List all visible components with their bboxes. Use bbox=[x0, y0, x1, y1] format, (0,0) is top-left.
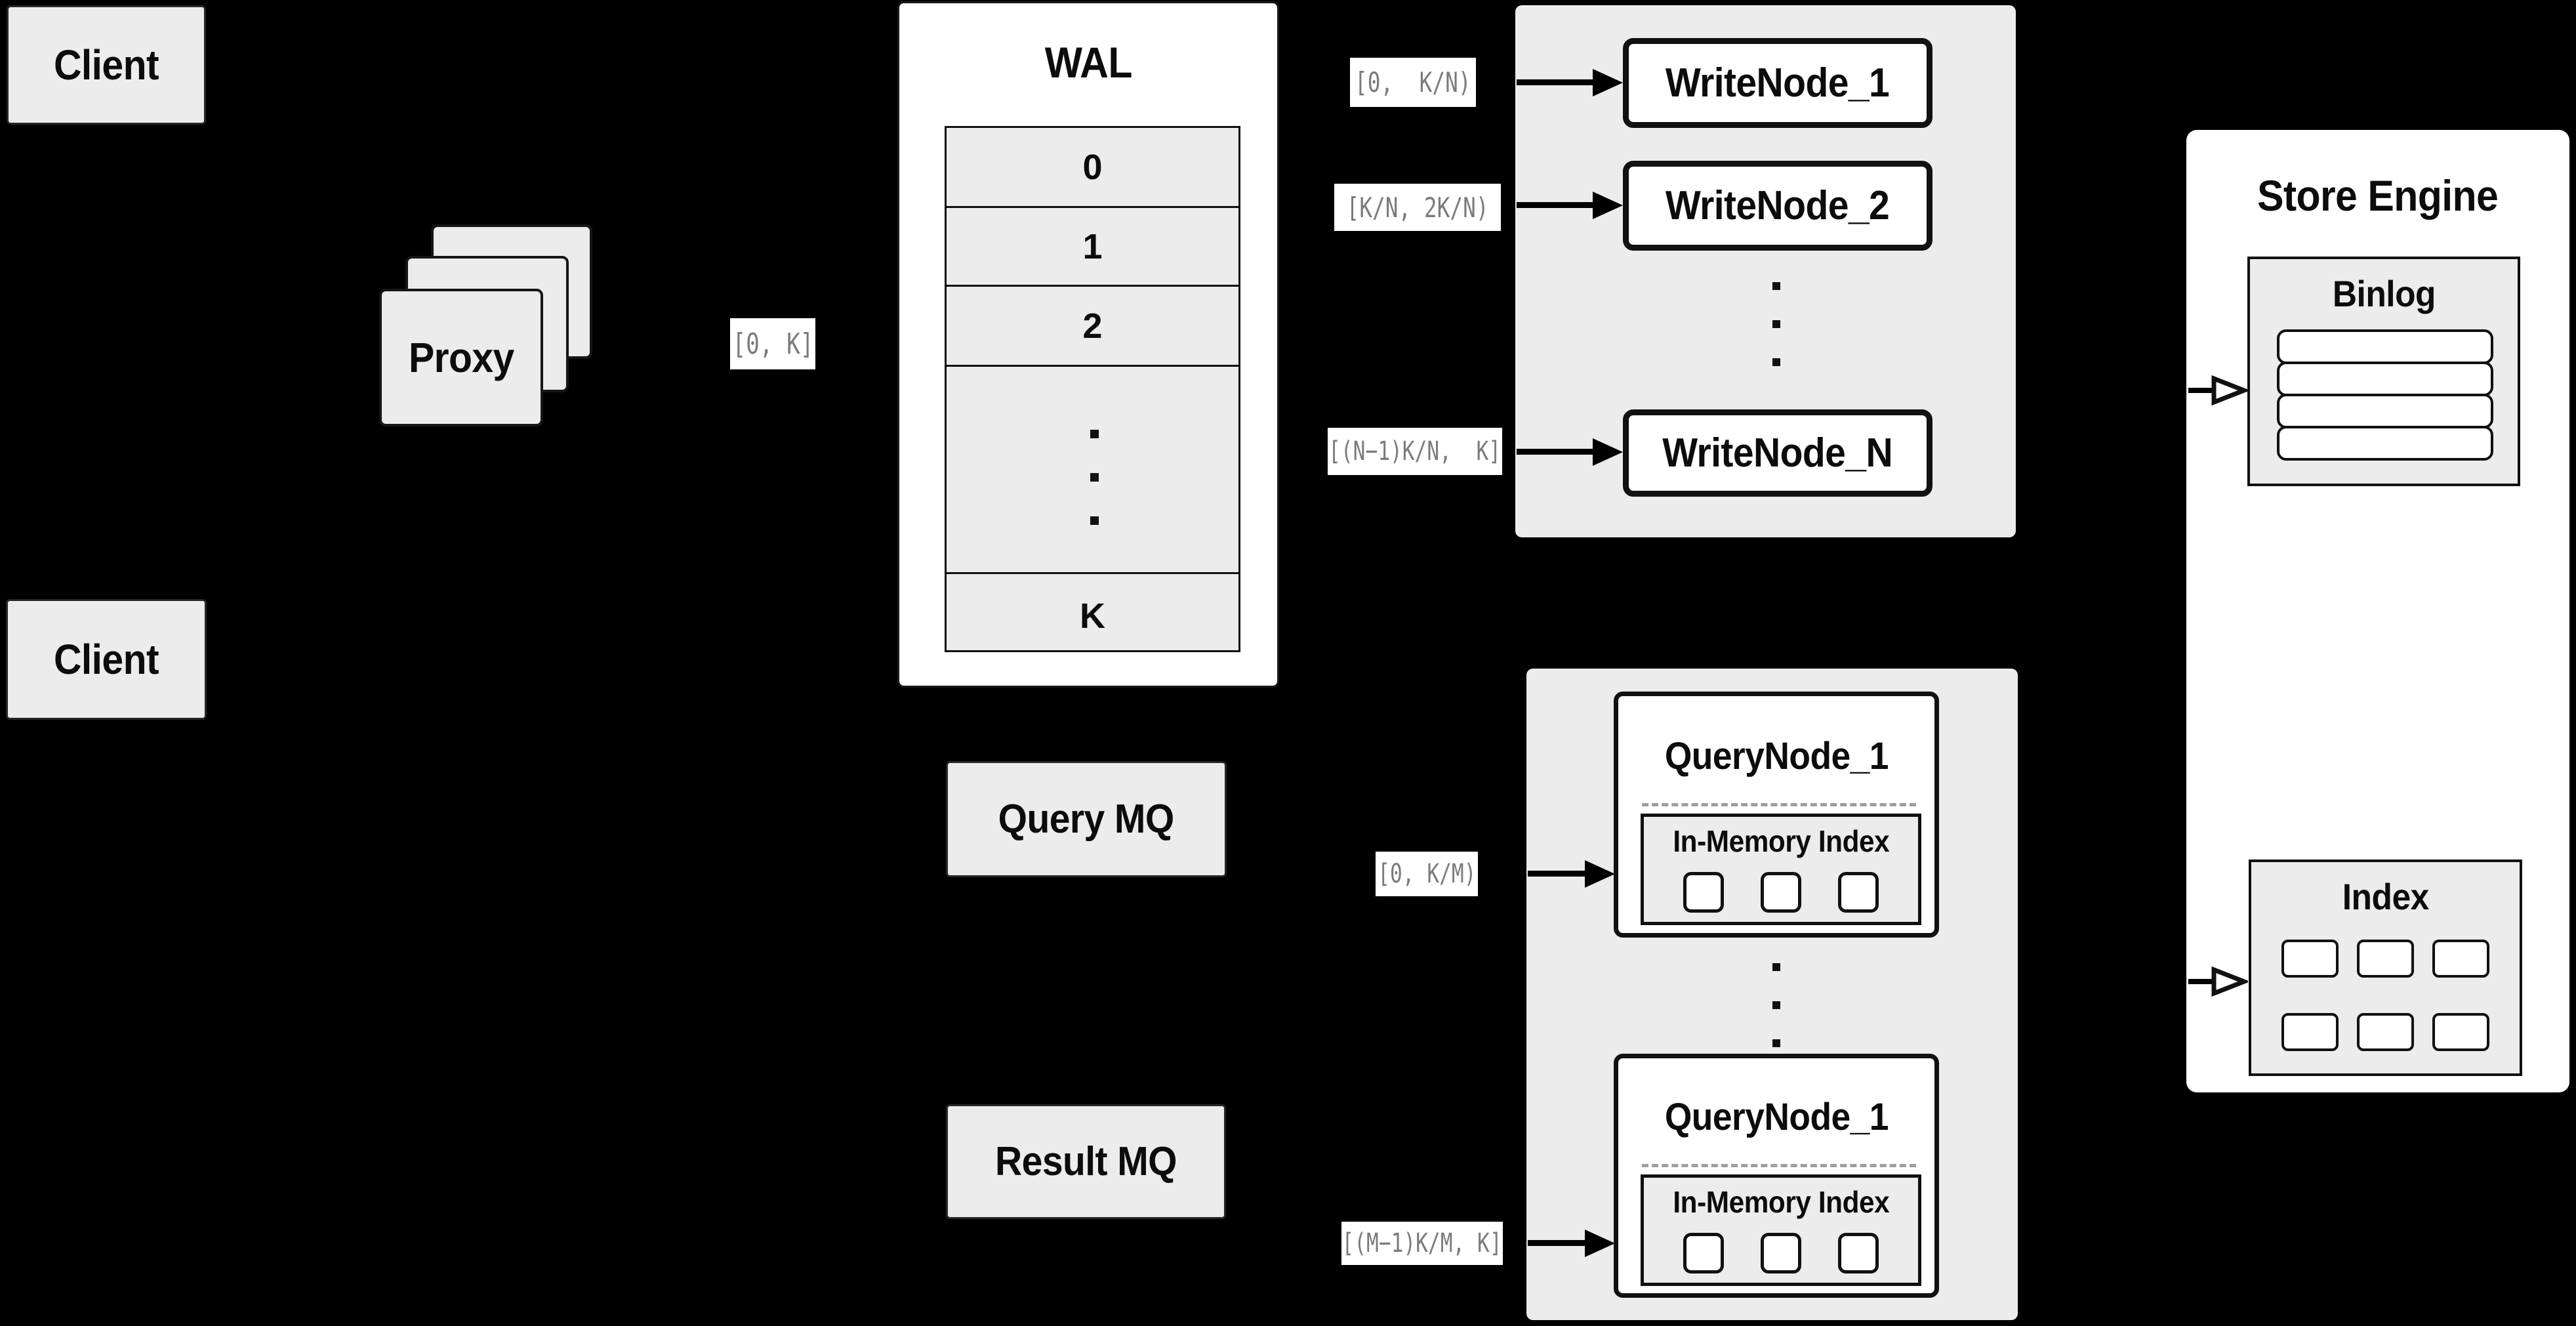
querynode-1-range-box: [0, K/M) bbox=[1376, 852, 1478, 896]
binlog-title: Binlog bbox=[2332, 273, 2436, 314]
in-memory-index-box: In-Memory Index bbox=[1641, 814, 1921, 925]
segment-squares bbox=[1644, 1233, 1918, 1274]
arrowhead-querynode-m bbox=[1585, 1230, 1615, 1257]
query-mq-box: Query MQ bbox=[946, 761, 1227, 877]
index-square bbox=[2281, 940, 2339, 978]
ellipsis-dots bbox=[1090, 516, 1099, 525]
index-title: Index bbox=[2342, 876, 2430, 917]
store-engine-title: Store Engine bbox=[2257, 171, 2499, 220]
wal-segment-1: 1 bbox=[1082, 226, 1103, 266]
writenode-1-box: WriteNode_1 bbox=[1623, 38, 1932, 128]
proxy-range-label-box: [0, K] bbox=[730, 318, 815, 369]
querynode-m-range: [(M−1)K/M, K] bbox=[1341, 1228, 1503, 1258]
binlog-box: Binlog bbox=[2247, 257, 2520, 486]
wal-title: WAL bbox=[1044, 38, 1132, 87]
writenode-2-range: [K/N, 2K/N) bbox=[1346, 191, 1489, 224]
wal-segment-row: K bbox=[947, 574, 1238, 658]
index-square bbox=[2281, 1013, 2339, 1051]
segment-squares bbox=[1644, 872, 1918, 913]
client-top-label: Client bbox=[53, 41, 159, 89]
index-square bbox=[2432, 940, 2489, 978]
in-memory-index-box: In-Memory Index bbox=[1641, 1174, 1921, 1286]
wal-segment-2: 2 bbox=[1082, 306, 1103, 346]
in-memory-index-title: In-Memory Index bbox=[1673, 1185, 1889, 1219]
ellipsis-dots bbox=[1772, 1039, 1780, 1047]
segment-square bbox=[1761, 872, 1801, 913]
wal-segment-k: K bbox=[1080, 596, 1105, 636]
writenode-1-range-box: [0, K/N) bbox=[1350, 58, 1476, 107]
client-bottom-box: Client bbox=[6, 599, 207, 720]
segment-square bbox=[1761, 1233, 1801, 1274]
binlog-bar bbox=[2277, 426, 2493, 461]
ellipsis-dots bbox=[1772, 358, 1780, 366]
proxy-label: Proxy bbox=[408, 334, 514, 381]
writenode-1-label: WriteNode_1 bbox=[1666, 60, 1890, 106]
client-bottom-label: Client bbox=[53, 636, 159, 683]
index-square bbox=[2432, 1013, 2489, 1051]
ellipsis-dots bbox=[1772, 320, 1780, 328]
querynode-m-title: QueryNode_1 bbox=[1664, 1096, 1889, 1138]
writenode-2-label: WriteNode_2 bbox=[1666, 183, 1890, 228]
query-mq-label: Query MQ bbox=[998, 797, 1175, 842]
arrow-querynode-m bbox=[1528, 1240, 1587, 1246]
writenode-1-range: [0, K/N) bbox=[1355, 66, 1471, 98]
wal-segment-table: 0 1 2 K bbox=[945, 126, 1240, 652]
arrowhead-writenode-n bbox=[1593, 438, 1623, 466]
arrowhead-binlog-open bbox=[2211, 375, 2248, 406]
segment-square bbox=[1683, 1233, 1724, 1274]
writenode-n-range: [(N−1)K/N, K] bbox=[1328, 436, 1502, 466]
querynode-m-range-box: [(M−1)K/M, K] bbox=[1341, 1222, 1503, 1265]
querynode-1-range: [0, K/M) bbox=[1377, 859, 1477, 889]
client-top-box: Client bbox=[7, 5, 206, 125]
wal-box: WAL 0 1 2 K bbox=[897, 1, 1279, 688]
in-memory-index-title: In-Memory Index bbox=[1673, 824, 1889, 858]
binlog-bars bbox=[2277, 329, 2493, 461]
result-mq-box: Result MQ bbox=[946, 1104, 1226, 1219]
arrowhead-querynode-1 bbox=[1585, 860, 1615, 888]
writenode-n-box: WriteNode_N bbox=[1623, 409, 1932, 497]
writenode-n-label: WriteNode_N bbox=[1662, 430, 1893, 476]
arrow-writenode-n bbox=[1517, 449, 1595, 455]
writenode-2-range-box: [K/N, 2K/N) bbox=[1334, 184, 1501, 231]
arrowhead-writenode-2 bbox=[1593, 192, 1623, 219]
index-square bbox=[2357, 1013, 2414, 1051]
arrow-querynode-1 bbox=[1528, 871, 1587, 877]
querynode-1-box: QueryNode_1 In-Memory Index bbox=[1614, 692, 1939, 938]
result-mq-label: Result MQ bbox=[995, 1139, 1177, 1184]
arrow-writenode-2 bbox=[1517, 202, 1595, 208]
ellipsis-dots bbox=[1090, 473, 1099, 482]
segment-square bbox=[1838, 872, 1879, 913]
arrowhead-index-open bbox=[2211, 966, 2248, 997]
arrow-writenode-1 bbox=[1517, 79, 1595, 85]
proxy-range-label: [0, K] bbox=[732, 327, 813, 361]
wal-segment-row: 1 bbox=[947, 208, 1238, 287]
wal-segment-0: 0 bbox=[1082, 147, 1103, 187]
arrow-index bbox=[2188, 979, 2216, 984]
ellipsis-dots bbox=[1772, 282, 1780, 290]
index-box: Index bbox=[2249, 860, 2522, 1076]
binlog-bar bbox=[2277, 362, 2493, 396]
arrowhead-writenode-1 bbox=[1593, 69, 1623, 96]
querynode-1-title: QueryNode_1 bbox=[1664, 735, 1889, 777]
segment-square bbox=[1683, 872, 1724, 913]
divider-dashed bbox=[1642, 1164, 1916, 1167]
querynode-m-box: QueryNode_1 In-Memory Index bbox=[1614, 1054, 1939, 1298]
index-squares bbox=[2281, 940, 2489, 1051]
ellipsis-dots bbox=[1772, 963, 1780, 971]
writenode-n-range-box: [(N−1)K/N, K] bbox=[1328, 428, 1502, 475]
store-engine-box: Store Engine Binlog Index bbox=[2186, 130, 2569, 1092]
ellipsis-dots bbox=[1090, 430, 1099, 438]
writenode-2-box: WriteNode_2 bbox=[1623, 161, 1932, 251]
arrow-binlog bbox=[2188, 388, 2216, 393]
binlog-bar bbox=[2277, 329, 2493, 364]
binlog-bar bbox=[2277, 394, 2493, 428]
index-square bbox=[2357, 940, 2414, 978]
divider-dashed bbox=[1642, 803, 1916, 806]
wal-ellipsis-row bbox=[947, 367, 1238, 574]
wal-segment-row: 0 bbox=[947, 128, 1238, 208]
segment-square bbox=[1838, 1233, 1879, 1274]
proxy-box: Proxy bbox=[379, 289, 543, 426]
ellipsis-dots bbox=[1772, 1001, 1780, 1009]
wal-segment-row: 2 bbox=[947, 287, 1238, 367]
